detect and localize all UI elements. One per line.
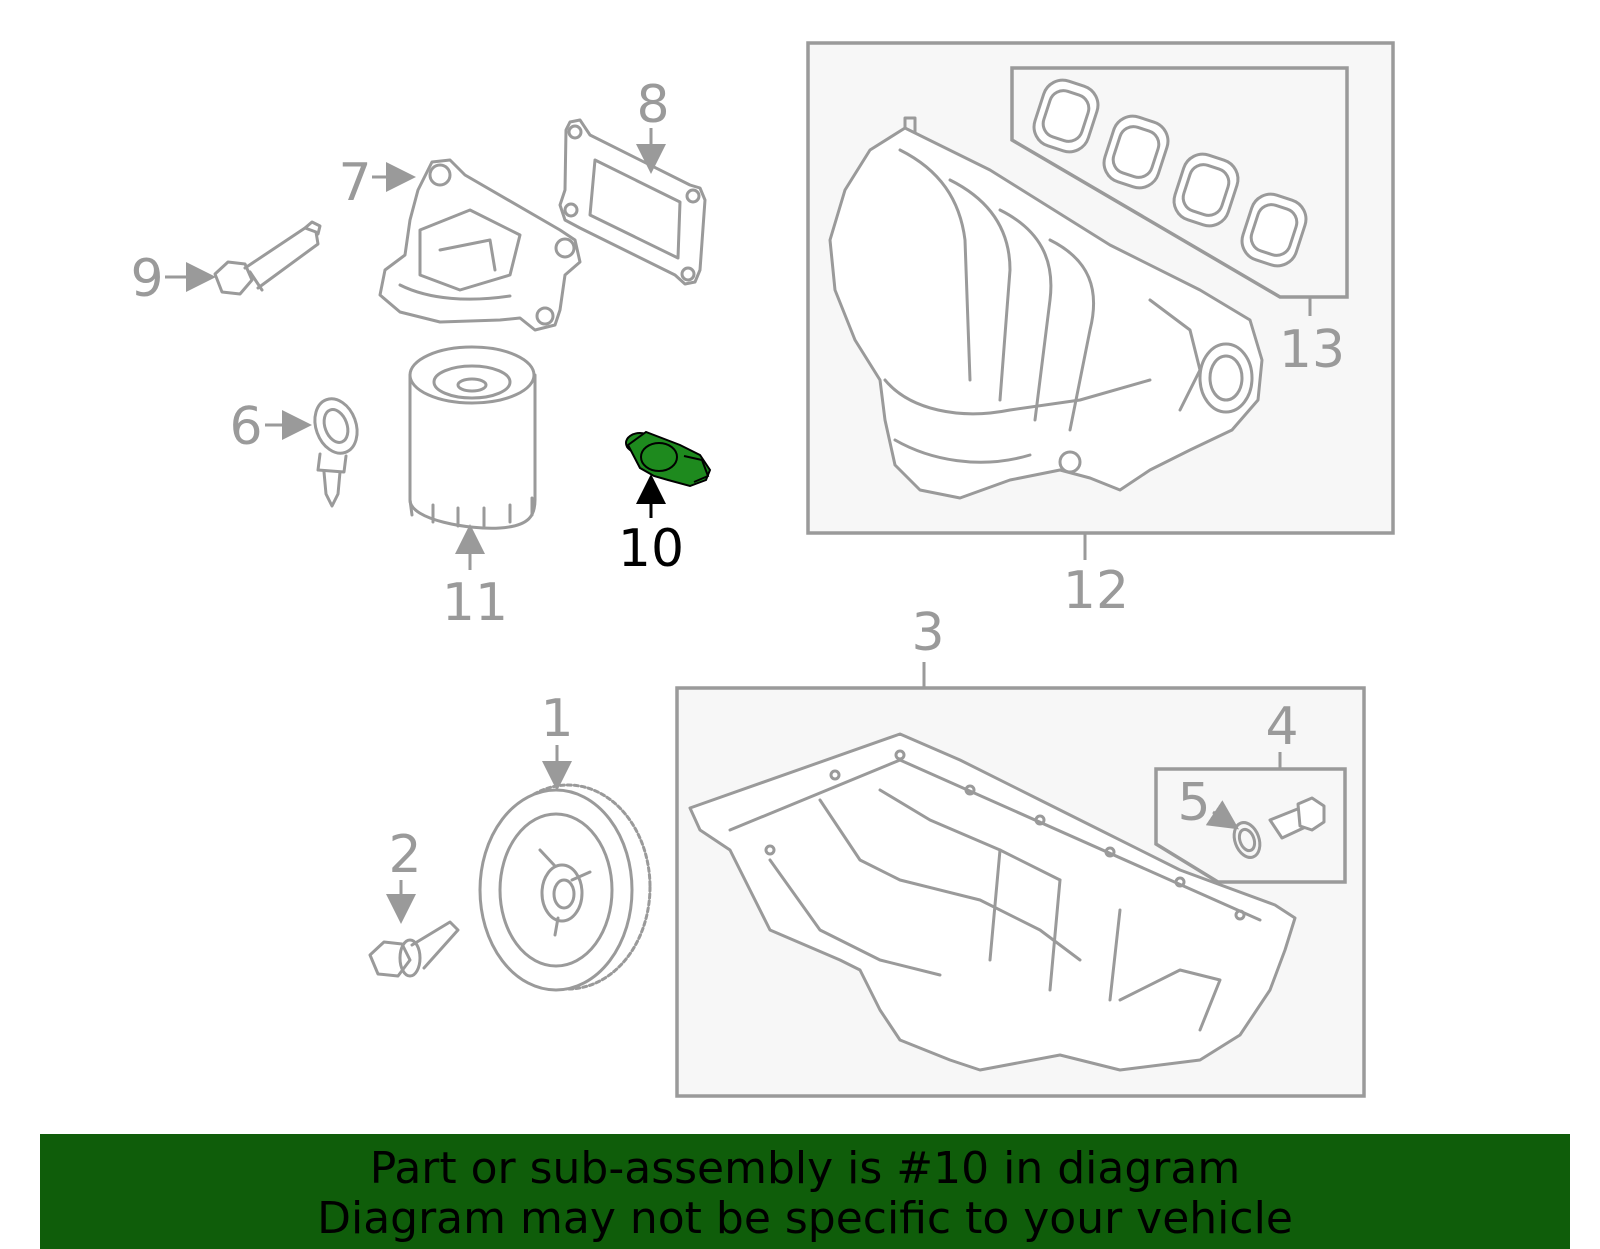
part-11-oil-filter: [408, 345, 537, 530]
callout-6: 6: [229, 397, 262, 457]
callout-5: 5: [1177, 773, 1210, 833]
part-8-gasket: [558, 118, 707, 286]
part-10-sensor-highlighted: [625, 430, 712, 488]
callout-12: 12: [1063, 561, 1129, 621]
banner-line-1: Part or sub-assembly is #10 in diagram: [369, 1143, 1241, 1194]
callout-1: 1: [540, 689, 573, 749]
info-banner: Part or sub-assembly is #10 in diagram D…: [40, 1134, 1570, 1249]
callout-10: 10: [618, 519, 684, 579]
part-1-crank-pulley: [478, 783, 652, 992]
callout-3: 3: [911, 603, 944, 663]
leader-5: [1205, 800, 1239, 830]
callout-13: 13: [1279, 320, 1345, 380]
part-3-oil-pan: [688, 732, 1297, 1072]
part-4-drain-plug: [1268, 796, 1326, 840]
callout-7: 7: [338, 153, 371, 213]
part-5-washer: [1232, 821, 1262, 859]
part-7-filter-housing: [378, 158, 582, 332]
banner-line-2: Diagram may not be specific to your vehi…: [317, 1193, 1293, 1244]
part-2-bolt: [368, 920, 460, 978]
callout-8: 8: [636, 75, 669, 135]
part-13-gaskets: [1032, 78, 1308, 268]
part-12-intake-manifold: [828, 116, 1264, 500]
callout-2: 2: [388, 825, 421, 885]
part-9-bolt: [213, 220, 322, 296]
callout-11: 11: [442, 573, 508, 633]
callout-9: 9: [130, 249, 163, 309]
callout-4: 4: [1265, 697, 1298, 757]
part-6-plug: [313, 397, 359, 508]
